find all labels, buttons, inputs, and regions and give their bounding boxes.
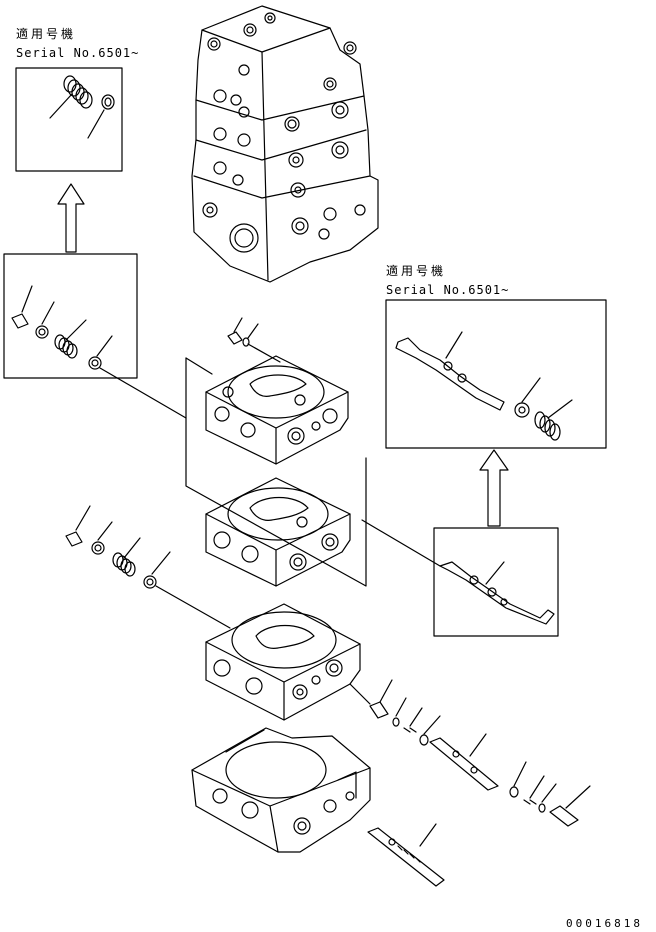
variant-box-top-left — [15, 67, 123, 253]
parts-box-left-top — [3, 253, 187, 419]
serial-number-note-top-left: Serial No.6501~ — [16, 46, 140, 60]
arrow-up-icon — [57, 183, 85, 253]
applicable-model-heading-top-left: 適用号機 — [16, 27, 77, 41]
lower-spool-part — [367, 823, 445, 887]
seat-part — [101, 94, 115, 110]
valve-section-2 — [205, 477, 351, 587]
variant-box-right — [385, 299, 607, 527]
plug-parts-top — [227, 317, 281, 363]
valve-stack-assembly — [191, 5, 379, 283]
spool-part-variant — [395, 337, 561, 441]
relief-parts-left-lower — [65, 505, 231, 629]
drawing-code: 00016818 — [566, 917, 643, 930]
spool-box-right — [361, 519, 559, 637]
section-frame — [185, 357, 367, 587]
arrow-up-icon — [479, 449, 509, 527]
spring-part — [63, 75, 93, 109]
applicable-model-heading-right: 適用号機 — [386, 264, 447, 278]
serial-number-note-right: Serial No.6501~ — [386, 283, 510, 297]
valve-base-section — [191, 727, 371, 853]
spool-parts-lower — [349, 679, 591, 827]
valve-section-1 — [205, 355, 349, 465]
valve-section-3 — [205, 603, 361, 721]
